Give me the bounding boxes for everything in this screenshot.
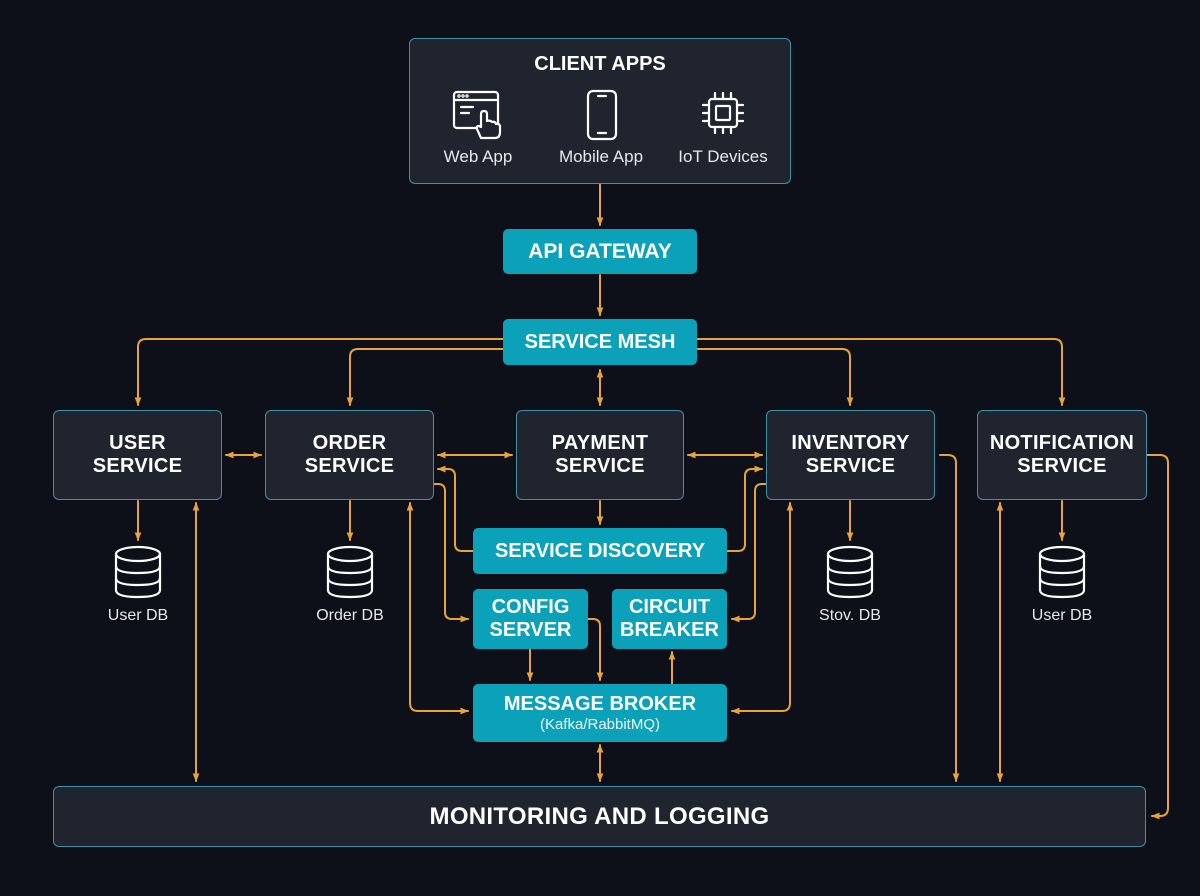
config-server-node[interactable]: CONFIG SERVER bbox=[473, 589, 588, 649]
connector-notification-monitoring-outer bbox=[1145, 454, 1169, 820]
client-item-web-app[interactable]: Web App bbox=[418, 89, 538, 167]
client-apps-title: CLIENT APPS bbox=[534, 53, 666, 75]
client-item-label: IoT Devices bbox=[678, 147, 768, 166]
service-line-1: PAYMENT bbox=[551, 432, 649, 454]
database-label: Order DB bbox=[316, 607, 384, 624]
service-mesh-node[interactable]: SERVICE MESH bbox=[503, 319, 697, 365]
service-line-1: ORDER bbox=[312, 432, 387, 454]
message-broker-title: MESSAGE BROKER bbox=[503, 692, 697, 715]
connector-mesh-notification bbox=[696, 338, 1066, 406]
user-db: User DB bbox=[83, 545, 193, 625]
connector-mesh-user bbox=[134, 338, 504, 406]
database-icon bbox=[114, 545, 162, 599]
connector-mesh-order bbox=[346, 348, 504, 406]
database-icon bbox=[826, 545, 874, 599]
service-line-2: SERVICE bbox=[555, 455, 645, 477]
notification-service-node[interactable]: NOTIFICATION SERVICE bbox=[977, 410, 1147, 500]
database-label: Stov. DB bbox=[819, 607, 881, 624]
breaker-line-1: CIRCUIT bbox=[628, 596, 711, 618]
order-db: Order DB bbox=[295, 545, 405, 625]
user-service-node[interactable]: USER SERVICE bbox=[53, 410, 222, 500]
connector-order-broker bbox=[406, 502, 469, 715]
service-line-2: SERVICE bbox=[1017, 455, 1107, 477]
client-apps-panel: CLIENT APPS Web App Mobile App bbox=[409, 38, 791, 184]
service-line-1: NOTIFICATION bbox=[989, 432, 1135, 454]
service-line-2: SERVICE bbox=[304, 455, 395, 477]
connector-mesh-inventory bbox=[696, 348, 854, 406]
connector-inventory-broker bbox=[731, 502, 794, 715]
circuit-breaker-node[interactable]: CIRCUIT BREAKER bbox=[612, 589, 727, 649]
message-broker-subtitle: (Kafka/RabbitMQ) bbox=[539, 715, 661, 733]
inventory-service-node[interactable]: INVENTORY SERVICE bbox=[766, 410, 935, 500]
service-line-2: SERVICE bbox=[805, 455, 896, 477]
service-line-1: USER bbox=[109, 432, 166, 454]
breaker-line-2: BREAKER bbox=[620, 619, 719, 641]
message-broker-node[interactable]: MESSAGE BROKER (Kafka/RabbitMQ) bbox=[473, 684, 727, 742]
client-item-label: Web App bbox=[443, 147, 513, 166]
inventory-db: Stov. DB bbox=[795, 545, 905, 625]
database-icon bbox=[326, 545, 374, 599]
order-service-node[interactable]: ORDER SERVICE bbox=[265, 410, 434, 500]
api-gateway-node[interactable]: API GATEWAY bbox=[503, 229, 697, 274]
service-mesh-label: SERVICE MESH bbox=[524, 330, 676, 353]
mobile-phone-icon bbox=[586, 89, 618, 141]
api-gateway-label: API GATEWAY bbox=[528, 240, 672, 263]
service-discovery-label: SERVICE DISCOVERY bbox=[494, 539, 706, 562]
client-item-label: Mobile App bbox=[558, 147, 644, 166]
connector-inventory-monitoring bbox=[939, 454, 960, 782]
database-label: User DB bbox=[1031, 607, 1093, 624]
payment-service-node[interactable]: PAYMENT SERVICE bbox=[516, 410, 684, 500]
connector-discovery-inventory bbox=[726, 465, 763, 552]
connector-config-broker-2 bbox=[587, 618, 604, 681]
monitoring-logging-node[interactable]: MONITORING AND LOGGING bbox=[53, 786, 1146, 847]
notification-db: User DB bbox=[1007, 545, 1117, 625]
connector-discovery-order bbox=[437, 465, 474, 552]
web-app-icon bbox=[452, 90, 502, 140]
chip-icon bbox=[701, 91, 745, 135]
service-discovery-node[interactable]: SERVICE DISCOVERY bbox=[473, 528, 727, 574]
database-icon bbox=[1038, 545, 1086, 599]
config-line-2: SERVER bbox=[489, 619, 572, 641]
client-item-iot-devices[interactable]: IoT Devices bbox=[663, 89, 783, 167]
config-line-1: CONFIG bbox=[491, 596, 570, 618]
client-item-mobile-app[interactable]: Mobile App bbox=[541, 89, 661, 167]
service-line-1: INVENTORY bbox=[791, 432, 910, 454]
monitoring-label: MONITORING AND LOGGING bbox=[429, 802, 770, 830]
database-label: User DB bbox=[107, 607, 169, 624]
service-line-2: SERVICE bbox=[92, 455, 183, 477]
